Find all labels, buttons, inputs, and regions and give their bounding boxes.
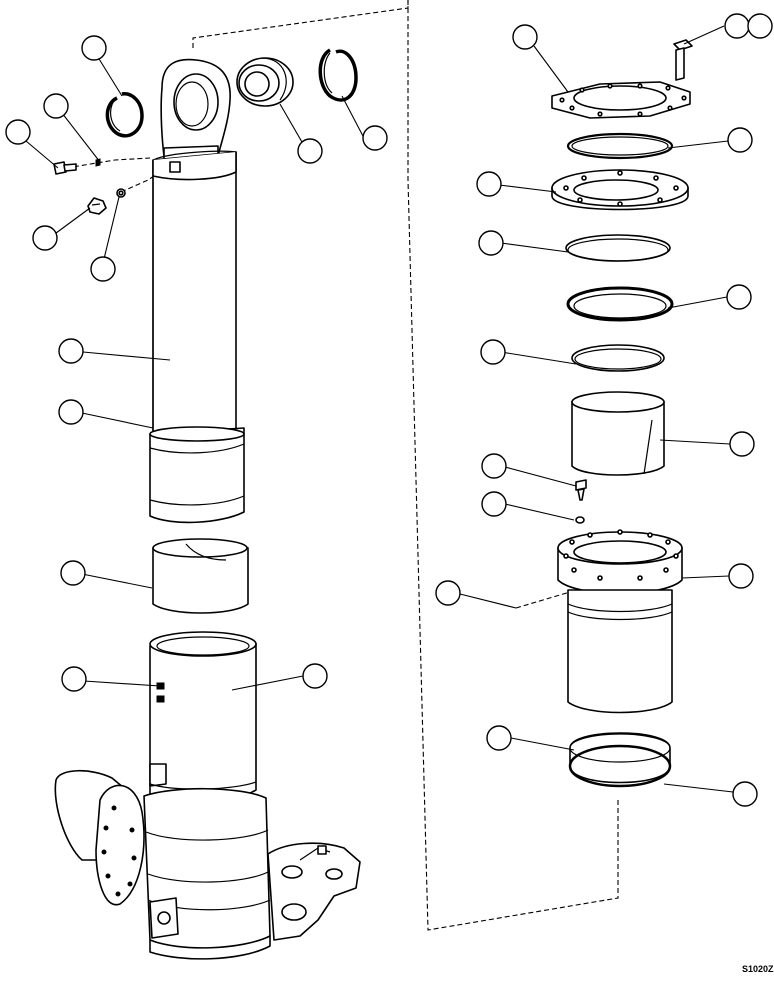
bottom-seal-ring [568, 732, 672, 788]
callout-9 [61, 666, 87, 692]
flange [551, 169, 689, 211]
assembly-line-bolt [65, 157, 151, 169]
callout-19 [726, 284, 752, 310]
callout-5 [90, 256, 116, 282]
callout-11 [297, 138, 323, 164]
cap-bolt [673, 39, 693, 81]
snap-ring-right [318, 48, 358, 102]
callout-27 [732, 781, 758, 807]
callout-13 [512, 24, 538, 50]
drawing-number: S1020Z [742, 964, 774, 974]
seal-ring [566, 132, 674, 160]
lower-flange-housing [557, 529, 683, 714]
rod-eye [160, 58, 231, 163]
top-bushing [236, 57, 294, 107]
assembly-line-fitting [515, 591, 571, 609]
grease-nipple-right [575, 479, 587, 524]
assembly-line-grease [120, 171, 161, 193]
callout-25 [728, 563, 754, 589]
callout-4 [32, 225, 58, 251]
lower-housing-tube [149, 631, 257, 803]
callout-22 [481, 453, 507, 479]
callout-17 [476, 171, 502, 197]
grease-fitting [87, 188, 126, 215]
callout-12 [362, 125, 388, 151]
callout-21 [729, 431, 755, 457]
callout-20 [480, 339, 506, 365]
callout-2 [43, 93, 69, 119]
axle-housing-base [54, 769, 361, 960]
tube-collar [149, 426, 245, 524]
assembly-lines [65, 0, 619, 931]
cylinder-tube [152, 150, 237, 439]
thick-ring [566, 286, 674, 322]
callout-18 [478, 230, 504, 256]
callout-14 [724, 13, 750, 39]
bushing-right [571, 391, 665, 476]
medium-ring [571, 344, 665, 372]
assembly-line-right [407, 0, 619, 931]
retainer-plate [551, 81, 691, 119]
callout-balloons [5, 13, 773, 807]
callout-15 [747, 13, 773, 39]
callout-16 [727, 127, 753, 153]
callout-26 [486, 725, 512, 751]
callout-3 [5, 119, 31, 145]
snap-ring-left [105, 91, 144, 138]
callout-10 [302, 663, 328, 689]
callout-8 [60, 560, 86, 586]
leader-lines [25, 25, 734, 793]
callout-6 [58, 338, 84, 364]
bearing-sleeve [152, 538, 249, 614]
callout-7 [58, 399, 84, 425]
assembly-line-top [192, 0, 409, 48]
callout-24 [435, 580, 461, 606]
thin-ring [565, 234, 671, 262]
callout-23 [481, 491, 507, 517]
callout-1 [81, 35, 107, 61]
